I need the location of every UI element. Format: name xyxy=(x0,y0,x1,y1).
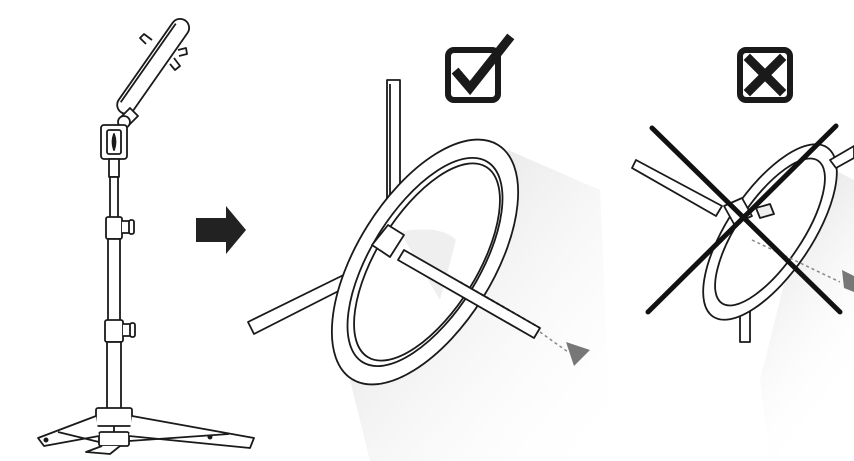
light-beam-shading xyxy=(760,160,854,461)
checkbox-check-icon xyxy=(445,33,515,103)
light-stand xyxy=(37,17,255,455)
right-arrow xyxy=(196,206,246,254)
incorrect-ring-light xyxy=(631,143,854,461)
cross-out-mark xyxy=(645,123,843,315)
correct-ring-light xyxy=(247,79,612,461)
pull-direction-arrow xyxy=(566,342,590,366)
checkbox-x-icon xyxy=(737,47,793,103)
pull-direction-arrow xyxy=(842,270,854,292)
phone-holder-bar xyxy=(116,17,191,115)
